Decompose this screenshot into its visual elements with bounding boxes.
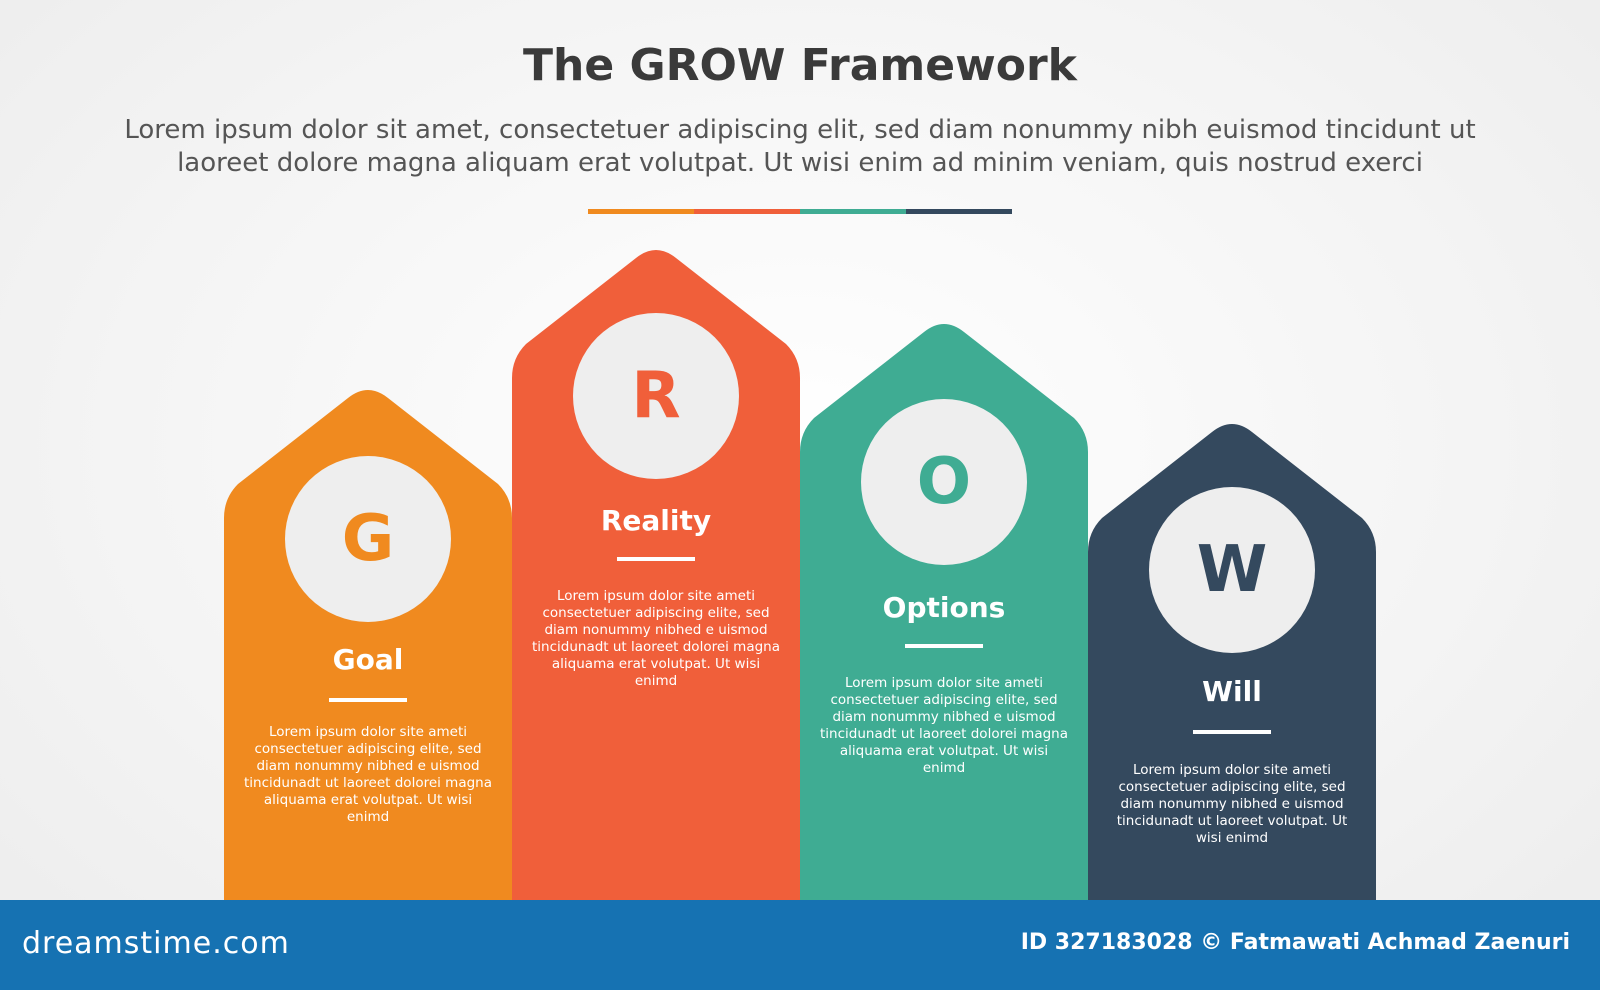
footer-bar: dreamstime.com ID 327183028 © Fatmawati … bbox=[0, 900, 1600, 990]
goal-title: Goal bbox=[332, 643, 404, 676]
footer-credit: ID 327183028 © Fatmawati Achmad Zaenuri bbox=[1020, 930, 1570, 955]
reality-description: Lorem ipsum dolor site ameti consectetue… bbox=[531, 588, 781, 689]
reality-divider bbox=[617, 557, 695, 561]
options-title: Options bbox=[882, 591, 1006, 624]
accent-segment-goal bbox=[588, 209, 694, 214]
will-letter-circle: W bbox=[1149, 487, 1315, 653]
will-title: Will bbox=[1202, 675, 1262, 708]
accent-color-bar bbox=[588, 209, 1012, 214]
page-subtitle: Lorem ipsum dolor sit amet, consectetuer… bbox=[124, 115, 1476, 178]
reality-letter-circle: R bbox=[573, 313, 739, 479]
page-title: The GROW Framework bbox=[523, 40, 1077, 91]
footer-brand[interactable]: dreamstime.com bbox=[22, 926, 290, 961]
goal-letter-circle: G bbox=[285, 456, 451, 622]
goal-divider bbox=[329, 698, 407, 702]
goal-description: Lorem ipsum dolor site ameti consectetue… bbox=[243, 724, 493, 825]
accent-segment-reality bbox=[694, 209, 800, 214]
accent-segment-options bbox=[800, 209, 906, 214]
will-divider bbox=[1193, 730, 1271, 734]
will-description: Lorem ipsum dolor site ameti consectetue… bbox=[1116, 762, 1348, 846]
accent-segment-will bbox=[906, 209, 1012, 214]
options-letter-circle: O bbox=[861, 399, 1027, 565]
options-description: Lorem ipsum dolor site ameti consectetue… bbox=[819, 675, 1069, 776]
options-divider bbox=[905, 644, 983, 648]
reality-title: Reality bbox=[600, 504, 712, 537]
